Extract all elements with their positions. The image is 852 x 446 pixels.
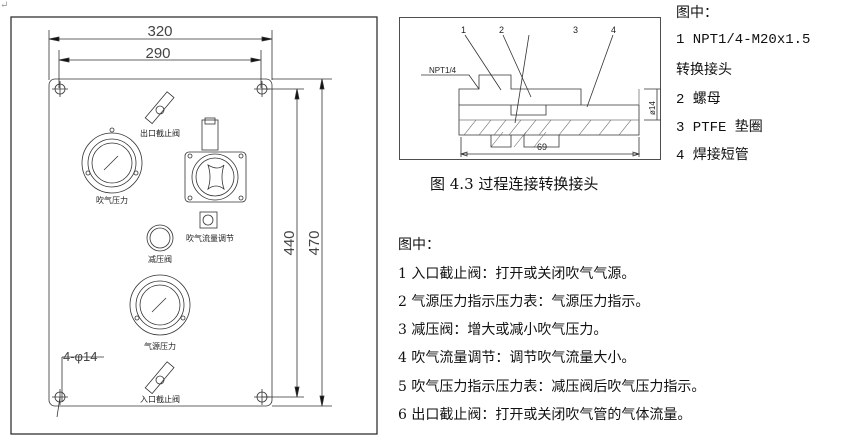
diameter-label: ø14 xyxy=(648,101,657,115)
callout-2: 2 xyxy=(499,25,504,35)
fitting-legend-line: 1 NPT1/4-M20x1.5 xyxy=(676,32,811,48)
figure-frame xyxy=(10,16,378,435)
panel-plate xyxy=(48,78,273,407)
fitting-drawing: 1 2 3 4 NPT1/4 69 ø14 xyxy=(399,17,661,160)
label-reducer: 减压阀 xyxy=(148,254,172,264)
panel-legend-item: 2 气源压力指示压力表：气源压力指示。 xyxy=(398,294,650,310)
flow-meter-icon xyxy=(184,117,247,229)
outlet-valve-icon xyxy=(144,91,175,125)
source-pressure-gauge-icon xyxy=(129,274,191,336)
dim-holes: 4-φ14 xyxy=(63,349,97,364)
panel-legend-item: 6 出口截止阀：打开或关闭吹气管的气体流量。 xyxy=(398,407,692,423)
dim-320: 320 xyxy=(147,23,172,40)
paragraph-mark: ↵ xyxy=(0,0,9,11)
label-flow-adjust: 吹气流量调节 xyxy=(186,233,234,243)
blow-pressure-gauge-icon xyxy=(81,127,143,194)
fitting-legend-title: 图中： xyxy=(676,6,718,22)
panel-drawing: 320 290 440 470 4-φ14 出口截止阀 吹气压力 吹气流量调节 … xyxy=(10,16,378,435)
inlet-valve-icon xyxy=(144,361,175,395)
callout-3: 3 xyxy=(573,25,578,35)
dim-440: 440 xyxy=(281,230,298,255)
panel-legend-item: 5 吹气压力指示压力表：减压阀后吹气压力指示。 xyxy=(398,379,706,395)
panel-legend-title: 图中： xyxy=(398,237,440,253)
label-source-pressure: 气源压力 xyxy=(144,341,176,351)
label-outlet-valve: 出口截止阀 xyxy=(140,128,180,138)
callout-4: 4 xyxy=(611,25,616,35)
panel-legend-item: 1 入口截止阀：打开或关闭吹气气源。 xyxy=(398,266,636,282)
fitting-legend-line: 2 螺母 xyxy=(676,92,721,108)
panel-legend-item: 3 减压阀：增大或减小吹气压力。 xyxy=(398,322,608,338)
fitting-legend-line: 转换接头 xyxy=(676,63,732,79)
fitting-legend-line: 3 PTFE 垫圈 xyxy=(676,120,763,136)
label-blow-pressure: 吹气压力 xyxy=(96,195,128,205)
thread-label: NPT1/4 xyxy=(429,66,457,75)
dimension-lines xyxy=(48,30,332,418)
label-inlet-valve: 入口截止阀 xyxy=(140,394,180,404)
fitting-legend-line: 4 焊接短管 xyxy=(676,148,749,164)
panel-legend-item: 4 吹气流量调节：调节吹气流量大小。 xyxy=(398,350,636,366)
length-label: 69 xyxy=(537,142,547,152)
figure-caption: 图 4.3 过程连接转换接头 xyxy=(430,175,599,193)
dim-470: 470 xyxy=(306,230,323,255)
callout-1: 1 xyxy=(461,25,466,35)
reducing-valve-icon xyxy=(146,224,174,252)
dim-290: 290 xyxy=(145,45,170,62)
